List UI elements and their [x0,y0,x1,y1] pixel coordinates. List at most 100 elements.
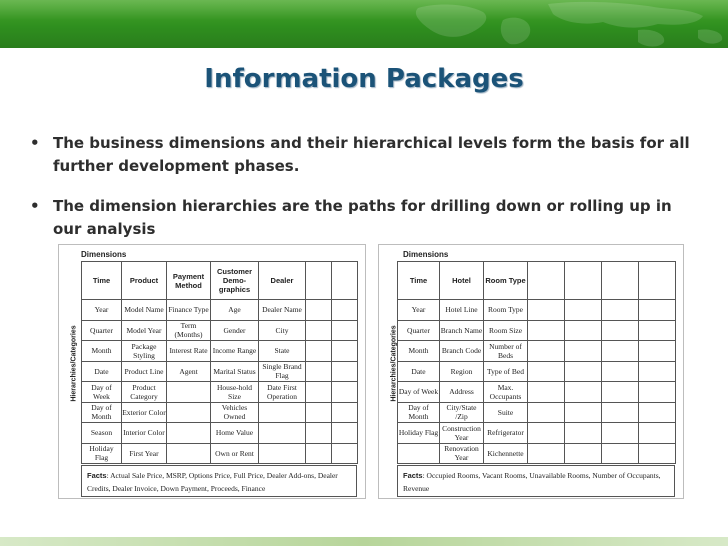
column-header [527,261,565,300]
table-cell [166,401,211,423]
dimensions-label: Dimensions [81,250,127,259]
table-cell: Hotel Line [439,299,484,321]
table-cell: Home Value [210,422,259,444]
table-cell: Year [397,299,440,321]
table-cell: Interest Rate [166,340,211,362]
table-cell [638,401,676,423]
table-cell: Quarter [81,319,122,341]
table-cell [638,319,676,341]
table-cell [601,360,639,382]
table-cell: Construction Year [439,422,484,444]
table-cell: Gender [210,319,259,341]
table-cell [166,422,211,444]
table-cell [638,422,676,444]
table-cell: Finance Type [166,299,211,321]
table-cell: City [258,319,306,341]
table-cell: Year [81,299,122,321]
table-cell: Model Name [121,299,167,321]
header-banner [0,0,728,48]
table-cell [527,340,565,362]
table-cell: Renovation Year [439,442,484,464]
bullet-marker: • [30,197,40,215]
table-cell: Date First Operation [258,381,306,403]
table-cell: Agent [166,360,211,382]
table-cell: Address [439,381,484,403]
table-cell: Max. Occupants [483,381,528,403]
bullet-text: The business dimensions and their hierar… [53,134,690,175]
table-cell: Interior Color [121,422,167,444]
table-cell [564,401,602,423]
column-header [601,261,639,300]
table-cell: Day of Month [397,401,440,423]
table-cell: Kichennette [483,442,528,464]
table-cell [601,442,639,464]
table-cell: Branch Code [439,340,484,362]
table-cell: Day of Week [397,381,440,403]
footer-band [0,537,728,546]
column-header [564,261,602,300]
table-cell: Type of Bed [483,360,528,382]
table-cell: Date [397,360,440,382]
table-cell [331,360,358,382]
table-cell [331,319,358,341]
table-cell [601,340,639,362]
table-cell [638,360,676,382]
table-cell [305,422,332,444]
column-header: Time [397,261,440,300]
table-cell: Vehicles Owned [210,401,259,423]
bullet-text: The dimension hierarchies are the paths … [53,197,672,238]
table-cell [601,381,639,403]
table-cell: Suite [483,401,528,423]
table-cell: Number of Beds [483,340,528,362]
table-cell [564,340,602,362]
table-cell: Income Range [210,340,259,362]
column-header: Time [81,261,122,300]
table-cell: Branch Name [439,319,484,341]
table-cell [638,299,676,321]
column-header: Hotel [439,261,484,300]
table-cell [527,381,565,403]
table-cell [601,401,639,423]
world-map-decoration [415,1,723,47]
table-cell [564,360,602,382]
table-cell: Term (Months) [166,319,211,341]
column-header [305,261,332,300]
table-cell [638,340,676,362]
table-cell [564,381,602,403]
table-cell: State [258,340,306,362]
column-header: Payment Method [166,261,211,300]
table-cell: Package Styling [121,340,167,362]
table-cell [601,319,639,341]
table-cell: Refrigerator [483,422,528,444]
table-cell: Month [81,340,122,362]
table-cell: Region [439,360,484,382]
facts-label: Facts [403,471,423,480]
table-cell [564,422,602,444]
table-cell [305,442,332,464]
table-cell: First Year [121,442,167,464]
table-cell [331,422,358,444]
table-cell: Marital Status [210,360,259,382]
facts-label: Facts [87,471,107,480]
table-cell [166,381,211,403]
bullet-2: • The dimension hierarchies are the path… [30,195,690,241]
table-cell: House-hold Size [210,381,259,403]
table-cell [331,340,358,362]
hierarchies-label: Hierarchies/Categories [70,325,78,402]
column-header: Dealer [258,261,306,300]
table-cell: Room Type [483,299,528,321]
table-cell: Dealer Name [258,299,306,321]
table-cell [258,422,306,444]
facts-box: Facts: Occupied Rooms, Vacant Rooms, Una… [397,465,675,497]
table-cell [258,442,306,464]
